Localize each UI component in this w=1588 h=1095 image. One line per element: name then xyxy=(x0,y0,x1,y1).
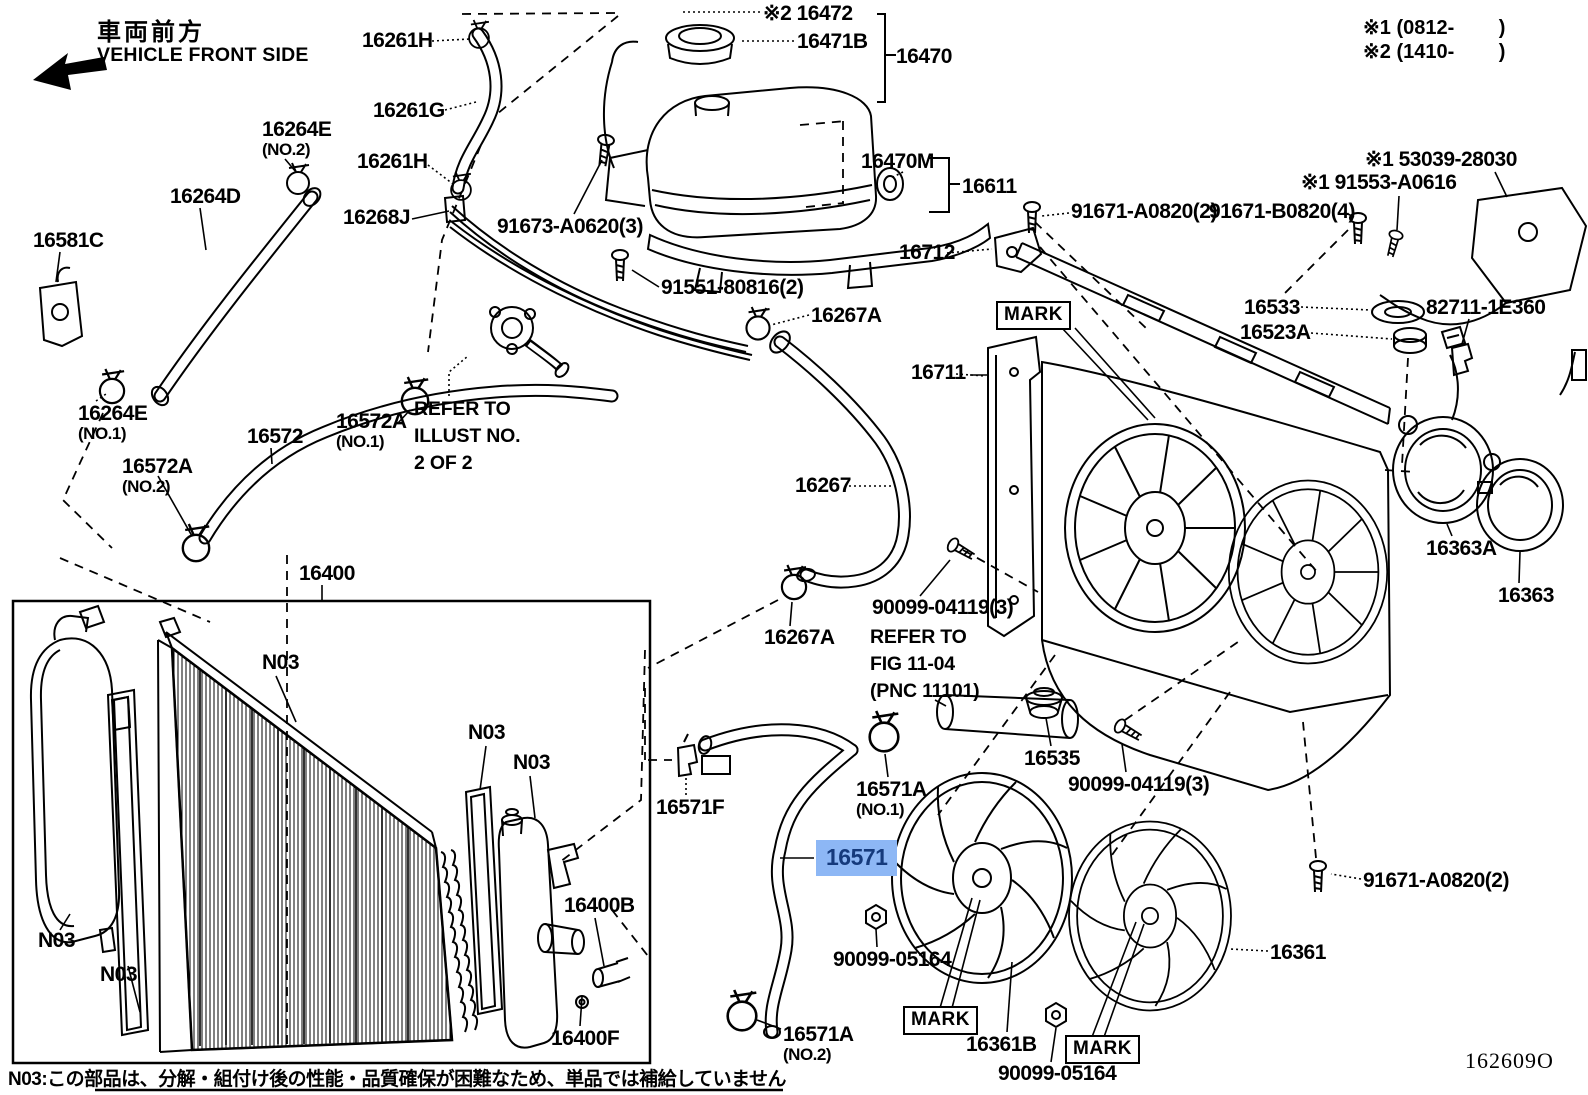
front-side-label-en: VEHICLE FRONT SIDE xyxy=(97,44,309,66)
part-sub: (NO.1) xyxy=(78,424,127,443)
revision-mark-1: ※1 (0812- ) xyxy=(1363,17,1506,39)
part-label-16267A-1[interactable]: 16267A xyxy=(811,304,882,327)
n03-label-2: N03 xyxy=(468,721,506,744)
part-label-16572[interactable]: 16572 xyxy=(247,425,303,448)
mark-box-1: MARK xyxy=(996,301,1071,330)
part-sub: (NO.2) xyxy=(262,140,311,159)
part-label-16471B[interactable]: 16471B xyxy=(797,30,868,53)
part-label-16267A-2[interactable]: 16267A xyxy=(764,626,835,649)
n03-label-1: N03 xyxy=(262,651,300,674)
part-label-90099-04119-1[interactable]: 90099-04119(3) xyxy=(872,596,1014,619)
part-label-16523A[interactable]: 16523A xyxy=(1240,321,1311,344)
mark-box-3: MARK xyxy=(1065,1035,1140,1064)
part-label-16264D[interactable]: 16264D xyxy=(170,185,241,208)
part-label-16400B[interactable]: 16400B xyxy=(564,894,635,917)
part-label-91673-A0620[interactable]: 91673-A0620(3) xyxy=(497,215,643,238)
part-no: 16572A xyxy=(336,410,407,433)
cooling-fans xyxy=(891,772,1232,1012)
leader-lines xyxy=(55,11,1521,1092)
part-label-16472[interactable]: ※2 16472 xyxy=(763,2,853,25)
part-label-16361B[interactable]: 16361B xyxy=(966,1033,1037,1056)
part-label-16470M[interactable]: 16470M xyxy=(861,150,934,173)
mark-box-2: MARK xyxy=(903,1006,978,1035)
note-refer-illust: REFER TO ILLUST NO. 2 OF 2 xyxy=(414,398,521,474)
part-label-91553-A0616[interactable]: ※1 91553-A0616 xyxy=(1301,171,1457,194)
note-refer-fig: REFER TO FIG 11-04 (PNC 11101) xyxy=(870,626,980,702)
front-side-label-jp: 車両前方 xyxy=(97,19,205,46)
part-label-16400F[interactable]: 16400F xyxy=(551,1027,620,1050)
part-label-16267[interactable]: 16267 xyxy=(795,474,851,497)
part-label-16533[interactable]: 16533 xyxy=(1244,296,1300,319)
part-label-16268J[interactable]: 16268J xyxy=(343,206,411,229)
n03-label-5: N03 xyxy=(100,963,138,986)
n03-label-4: N03 xyxy=(38,929,76,952)
part-label-16470[interactable]: 16470 xyxy=(896,45,952,68)
part-label-16611[interactable]: 16611 xyxy=(962,175,1017,198)
part-label-16572A-no2[interactable]: 16572A(NO.2) xyxy=(122,456,193,497)
reserve-tank xyxy=(604,13,992,294)
part-label-90099-05164-1[interactable]: 90099-05164 xyxy=(833,948,952,971)
part-label-91671-A0820-top[interactable]: 91671-A0820(2) xyxy=(1071,200,1217,223)
part-label-91671-B0820[interactable]: 91671-B0820(4) xyxy=(1209,200,1355,223)
part-label-16261G[interactable]: 16261G xyxy=(373,99,445,122)
fan-motors xyxy=(1392,325,1564,552)
part-no: 16571A xyxy=(783,1023,854,1046)
part-label-53039-28030[interactable]: ※1 53039-28030 xyxy=(1365,148,1517,171)
part-sub: (NO.2) xyxy=(783,1045,831,1064)
part-label-16363A[interactable]: 16363A xyxy=(1426,537,1497,560)
part-no: 16264E xyxy=(78,402,148,425)
part-label-16571A-no1[interactable]: 16571A(NO.1) xyxy=(856,779,927,820)
part-label-16361[interactable]: 16361 xyxy=(1270,941,1326,964)
part-label-16712[interactable]: 16712 xyxy=(899,241,955,264)
part-label-16581C[interactable]: 16581C xyxy=(33,229,104,252)
revision-marks: ※1 (0812- ) ※2 (1410- ) xyxy=(1363,16,1505,64)
part-no: 16571A xyxy=(856,778,927,801)
part-label-16363[interactable]: 16363 xyxy=(1498,584,1554,607)
selected-part-highlight-16571[interactable]: 16571 xyxy=(816,840,898,876)
revision-mark-2: ※2 (1410- ) xyxy=(1363,41,1506,63)
part-label-16261H-2[interactable]: 16261H xyxy=(357,150,428,173)
part-sub: (NO.2) xyxy=(122,477,170,496)
part-sub: (NO.1) xyxy=(856,800,904,819)
part-no: 16572A xyxy=(122,455,193,478)
part-label-16572A-no1[interactable]: 16572A(NO.1) xyxy=(336,411,407,452)
fan-shroud-assembly xyxy=(987,186,1588,792)
part-label-16711[interactable]: 16711 xyxy=(911,361,966,384)
part-label-16535[interactable]: 16535 xyxy=(1024,747,1080,770)
water-bypass-pipes xyxy=(443,40,753,378)
footnote-n03: N03:この部品は、分解・組付け後の性能・品質確保が困難なため、単品では補給して… xyxy=(8,1069,787,1090)
hoses xyxy=(150,27,911,1039)
n03-label-3: N03 xyxy=(513,751,551,774)
part-label-91551-80816[interactable]: 91551-80816(2) xyxy=(661,276,804,299)
part-label-90099-04119-2[interactable]: 90099-04119(3) xyxy=(1068,773,1210,796)
part-sub: (NO.1) xyxy=(336,432,384,451)
diagram-code: 162609O xyxy=(1465,1048,1554,1073)
part-label-16264E-no2[interactable]: 16264E(NO.2) xyxy=(262,118,332,160)
part-label-16264E-no1[interactable]: 16264E(NO.1) xyxy=(78,402,148,444)
part-label-91671-A0820-bottom[interactable]: 91671-A0820(2) xyxy=(1363,869,1509,892)
part-label-82711-1E360[interactable]: 82711-1E360 xyxy=(1426,296,1546,319)
dashed-guides xyxy=(59,12,1416,1048)
front-direction-arrow-icon xyxy=(33,53,107,90)
part-no: 16264E xyxy=(262,118,332,141)
part-label-16571A-no2[interactable]: 16571A(NO.2) xyxy=(783,1024,854,1065)
part-label-16571F[interactable]: 16571F xyxy=(656,796,725,819)
part-label-90099-05164-2[interactable]: 90099-05164 xyxy=(998,1062,1117,1085)
radiator-assembly-box xyxy=(11,599,652,1065)
part-label-16400[interactable]: 16400 xyxy=(299,562,355,585)
part-label-16261H-1[interactable]: 16261H xyxy=(362,29,433,52)
